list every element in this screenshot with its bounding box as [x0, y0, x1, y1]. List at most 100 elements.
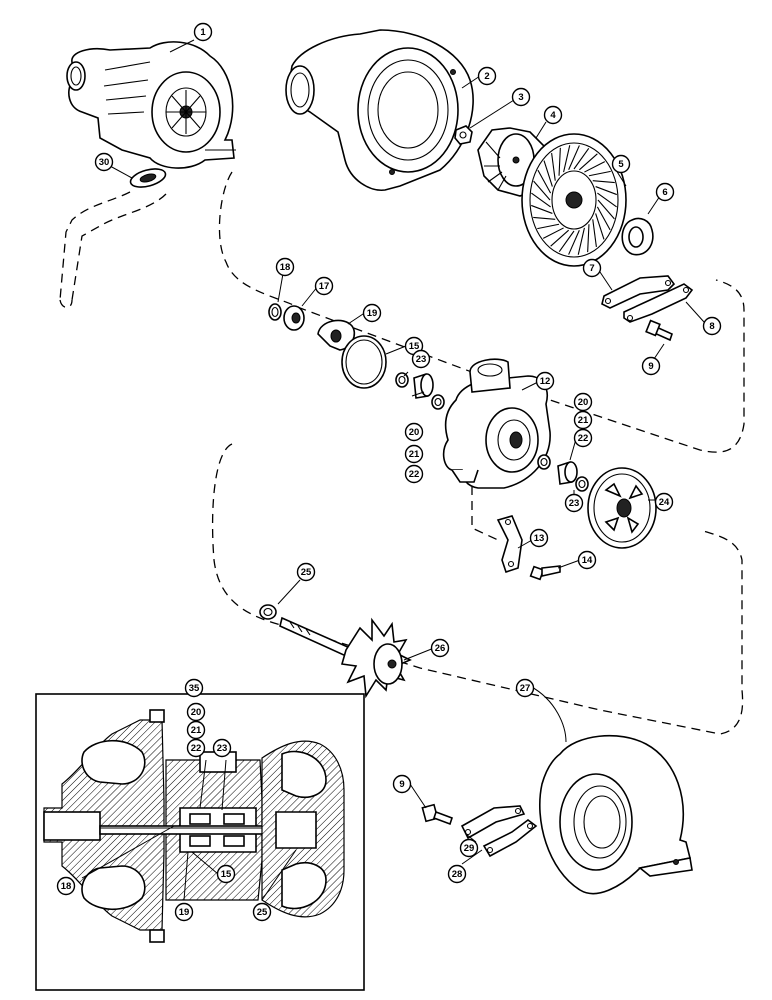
- callout-27: 27: [515, 678, 535, 698]
- callout-circle: [535, 371, 555, 391]
- callout-circle: [174, 902, 194, 922]
- o-ring-15: [341, 335, 387, 389]
- callout-circle: [94, 152, 114, 172]
- diffuser-vane: [577, 227, 585, 255]
- callout-circle: [511, 87, 531, 107]
- callout-number: 12: [540, 376, 551, 387]
- diffuser-vane: [563, 145, 571, 173]
- thrust-bearing-19: [317, 319, 356, 351]
- callout-number: 27: [520, 683, 531, 694]
- callout-4: 4: [543, 105, 563, 125]
- callout-29: 29: [459, 838, 479, 858]
- diffuser-vane: [533, 216, 556, 220]
- callout-20b: 20: [573, 392, 593, 412]
- callout-number: 4: [550, 110, 556, 121]
- heat-shield-24: [587, 467, 657, 549]
- callout-3: 3: [511, 87, 531, 107]
- callout-28: 28: [447, 864, 467, 884]
- callout-circle: [477, 66, 497, 86]
- callout-circle: [577, 550, 597, 570]
- callout-circle: [573, 392, 593, 412]
- callout-number: 13: [534, 533, 545, 544]
- callout-9a: 9: [641, 356, 661, 376]
- callout-number: 20: [578, 397, 589, 408]
- diffuser-vane: [537, 223, 560, 230]
- turbine-housing-27: [539, 734, 693, 895]
- callout-19b: 19: [174, 902, 194, 922]
- callout-2: 2: [477, 66, 497, 86]
- callout-number: 17: [319, 281, 330, 292]
- callout-15b: 15: [216, 864, 236, 884]
- bearing-group-left: [395, 372, 445, 410]
- callout-circle: [654, 492, 674, 512]
- callout-19a: 19: [362, 303, 382, 323]
- callout-circle: [275, 257, 295, 277]
- callout-number: 20: [191, 707, 202, 718]
- callout-number: 18: [61, 881, 72, 892]
- diffuser-vane: [595, 186, 617, 196]
- lock-plate-7: [601, 275, 676, 309]
- seal-ring-25: [259, 604, 277, 620]
- callout-22a: 22: [404, 464, 424, 484]
- callout-number: 23: [217, 743, 228, 754]
- callout-21b: 21: [573, 410, 593, 430]
- callout-number: 9: [399, 779, 404, 790]
- callout-number: 22: [409, 469, 420, 480]
- nut-3: [454, 125, 473, 145]
- callout-25b: 25: [252, 902, 272, 922]
- callout-circle: [404, 464, 424, 484]
- callout-number: 21: [191, 725, 202, 736]
- diffuser-vane: [533, 180, 551, 201]
- callout-circle: [56, 876, 76, 896]
- center-housing-12: [442, 358, 551, 489]
- diffuser-vane: [595, 213, 605, 240]
- callout-18a: 18: [275, 257, 295, 277]
- callout-22c: 22: [186, 738, 206, 758]
- callout-circle: [184, 678, 204, 698]
- callout-circle: [582, 258, 602, 278]
- dashed-center-link: [471, 486, 499, 541]
- diffuser-vane: [578, 153, 598, 171]
- diffuser-vane: [568, 230, 580, 255]
- callout-circle: [411, 349, 431, 369]
- callout-circle: [529, 528, 549, 548]
- diffuser-vane: [587, 224, 590, 253]
- callout-number: 5: [618, 159, 624, 170]
- lock-plate-29: [460, 805, 526, 840]
- callout-number: 14: [582, 555, 593, 566]
- callout-number: 30: [99, 157, 110, 168]
- callout-number: 23: [416, 354, 427, 365]
- gasket-30: [59, 168, 167, 309]
- callout-number: 3: [518, 92, 523, 103]
- callout-21a: 21: [404, 444, 424, 464]
- callout-6: 6: [655, 182, 675, 202]
- callout-circle: [252, 902, 272, 922]
- callout-20c: 20: [186, 702, 206, 722]
- callout-number: 2: [484, 71, 489, 82]
- bolt-9-lower: [421, 803, 454, 826]
- callout-20a: 20: [404, 422, 424, 442]
- callout-25a: 25: [296, 562, 316, 582]
- diffuser-vane: [573, 148, 590, 170]
- callout-22b: 22: [573, 428, 593, 448]
- callout-circle: [212, 738, 232, 758]
- callout-number: 29: [464, 843, 475, 854]
- turbine-wheel-shaft-26: [279, 616, 412, 699]
- diffuser-vane: [592, 219, 597, 248]
- diffuser-vane: [584, 161, 606, 173]
- callout-35: 35: [184, 678, 204, 698]
- diffuser-vane: [588, 170, 611, 177]
- diffuser-plate-5: [521, 133, 627, 267]
- callout-14: 14: [577, 550, 597, 570]
- callout-circle: [702, 316, 722, 336]
- bearing-group-right: [537, 454, 589, 492]
- callout-9b: 9: [392, 774, 412, 794]
- callout-circle: [186, 720, 206, 740]
- callout-30: 30: [94, 152, 114, 172]
- bolt-14: [529, 565, 561, 581]
- diffuser-vane: [531, 192, 551, 208]
- callout-circle: [430, 638, 450, 658]
- diffuser-vane: [550, 229, 570, 247]
